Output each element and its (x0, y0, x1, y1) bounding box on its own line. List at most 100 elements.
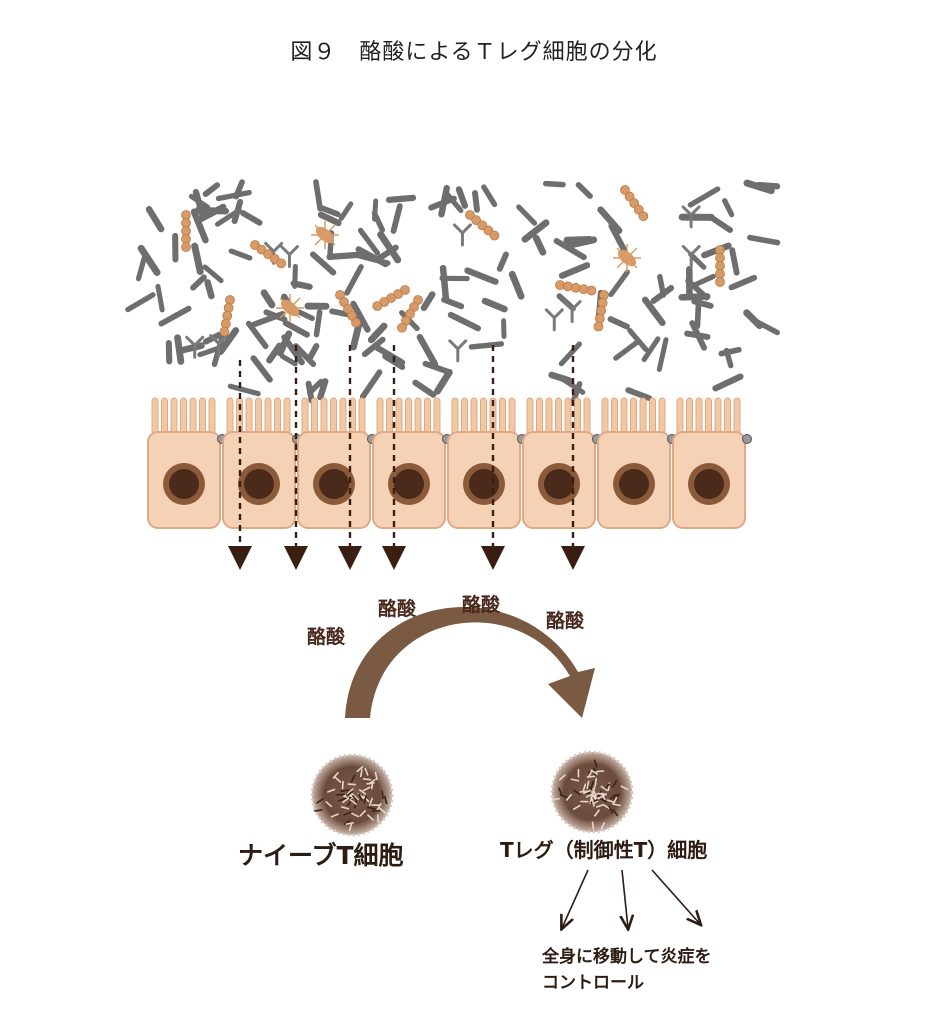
bacterium (747, 234, 781, 246)
bacterium (355, 246, 389, 268)
bacterium (613, 339, 640, 361)
bacterium (359, 369, 383, 400)
bacterium (443, 190, 464, 214)
bacterium (125, 292, 156, 313)
bacterium (250, 355, 273, 383)
chain-bacterium (715, 245, 725, 287)
butyrate-diffusion-arrows (228, 345, 585, 570)
bacterium (707, 214, 734, 233)
effect-arrow-left (562, 869, 589, 928)
bacterium (688, 251, 707, 270)
bacterium (481, 184, 498, 208)
bacterium (608, 269, 631, 298)
bacterium (202, 182, 221, 197)
bacterium (204, 279, 215, 300)
bacterium (191, 242, 204, 276)
bacterium (607, 316, 630, 330)
bacterium (678, 293, 711, 301)
epithelial-cell-layer (147, 431, 752, 529)
epithelial-cell (297, 431, 377, 529)
antibody-icon (681, 244, 701, 268)
epithelial-cell (597, 431, 677, 529)
bacterium (326, 251, 362, 260)
bacterium (532, 234, 547, 256)
effect-text-line2: コントロール (542, 973, 644, 993)
effect-arrow-right (651, 869, 700, 924)
bacterium (687, 186, 721, 208)
bacterium (137, 244, 161, 276)
bacterium (202, 264, 224, 284)
antibody-icon (185, 335, 205, 359)
antibody-icon (448, 339, 468, 363)
bacterium (367, 322, 388, 344)
bacterium (377, 230, 402, 264)
bacterium (472, 190, 480, 213)
bacterium (318, 205, 341, 218)
bacterium (276, 330, 293, 357)
antibody-icon (279, 245, 299, 269)
bacterium (188, 193, 211, 210)
bacterium (625, 387, 653, 402)
bacterium (227, 383, 261, 397)
bacterium (190, 274, 207, 291)
bacterium (317, 378, 329, 401)
bacterium (718, 346, 742, 357)
chain-bacterium (555, 280, 597, 296)
bacterium (743, 309, 764, 330)
bacterium (743, 179, 775, 195)
bacterium (712, 373, 744, 392)
epithelial-cell (672, 431, 752, 529)
naive-t-cell-label: ナイーブT細胞 (238, 841, 404, 870)
antibody-icon (209, 334, 229, 358)
chain-bacterium (181, 210, 191, 252)
chain-bacterium (219, 295, 235, 337)
bacterium (508, 270, 525, 300)
bacterium (233, 179, 245, 200)
bacterium (516, 204, 538, 226)
bacterium (412, 379, 437, 398)
bacterium (464, 267, 499, 285)
bacterium (416, 333, 439, 368)
flagellated-bacterium (311, 221, 339, 249)
bacterium (177, 342, 205, 354)
differentiation-arrow (345, 606, 595, 718)
bacterium (729, 247, 740, 276)
bacterium (260, 289, 276, 309)
bacterium (557, 374, 586, 395)
bacterium (245, 320, 269, 350)
flagellated-bacterium (613, 244, 641, 272)
bacterium (420, 291, 436, 312)
chain-bacterium (620, 185, 649, 222)
bacterium (145, 206, 165, 233)
bacterium (155, 283, 165, 313)
bacterium (279, 353, 298, 367)
bacterium (296, 309, 315, 322)
butyrate-label-4: 酪酸 (546, 610, 585, 632)
bacterium (263, 309, 288, 323)
bacterium (338, 201, 354, 221)
bacterium (447, 311, 482, 332)
effect-arrow-middle (622, 869, 628, 928)
bacterium (439, 264, 450, 303)
bacterium (422, 360, 451, 375)
antibody-icon (562, 300, 582, 324)
bacterium (468, 341, 505, 350)
bacterium (282, 320, 310, 338)
bacterium (641, 296, 666, 327)
bacterium (214, 207, 242, 227)
bacterium (240, 210, 263, 226)
bacterium (521, 219, 550, 243)
bacterium (558, 262, 591, 279)
bacterium (728, 274, 758, 291)
bacterium (455, 186, 469, 209)
bacterium (292, 343, 317, 368)
gut-bacteria-layer (125, 179, 781, 406)
bacterium (357, 227, 381, 256)
bacterium (434, 368, 453, 395)
bacterium (542, 180, 566, 188)
bacterium (344, 264, 364, 296)
bacterium (313, 179, 323, 212)
bacterium (228, 248, 253, 261)
bacterium (553, 238, 587, 261)
epithelial-cell (147, 431, 227, 529)
